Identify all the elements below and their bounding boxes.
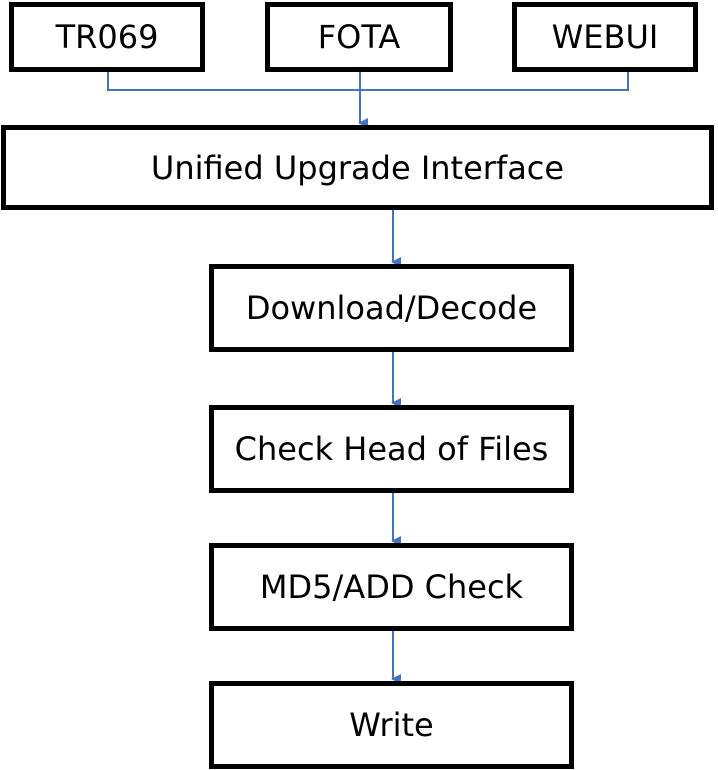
download-decode-box: Download/Decode [209, 264, 574, 352]
md5-add-check-label: MD5/ADD Check [259, 568, 524, 606]
check-head-of-files-label: Check Head of Files [234, 430, 549, 468]
md5-add-check-box: MD5/ADD Check [209, 543, 574, 631]
source-label-webui: WEBUI [551, 18, 659, 56]
source-box-tr069: TR069 [9, 2, 205, 72]
source-label-fota: FOTA [317, 18, 401, 56]
check-head-of-files-box: Check Head of Files [209, 405, 574, 493]
unified-upgrade-interface-box: Unified Upgrade Interface [1, 125, 714, 210]
source-label-tr069: TR069 [55, 18, 159, 56]
download-decode-label: Download/Decode [245, 289, 538, 327]
source-box-webui: WEBUI [512, 2, 698, 72]
source-box-fota: FOTA [265, 2, 453, 72]
write-label: Write [349, 706, 434, 744]
unified-upgrade-interface-label: Unified Upgrade Interface [150, 148, 565, 187]
write-box: Write [209, 681, 574, 769]
